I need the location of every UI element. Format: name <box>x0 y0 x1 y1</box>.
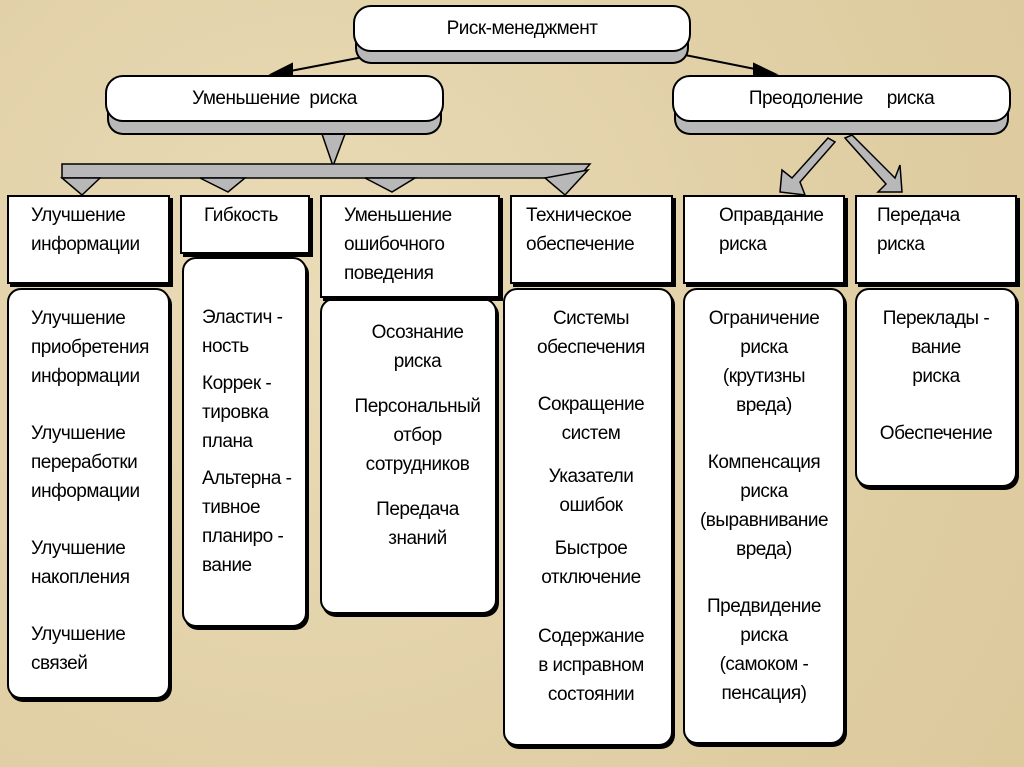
list-item: Ограничение риска (крутизны вреда) <box>708 308 820 416</box>
list-item: Системы обеспечения <box>537 308 645 358</box>
left-bracket <box>59 133 592 197</box>
list-item: Улучшение накопления <box>31 538 130 588</box>
branch-reduce-risk: Уменьшение риска <box>105 75 444 122</box>
list-item: Содержание в исправном состоянии <box>537 626 645 705</box>
list-item: Обеспечение <box>879 423 993 444</box>
list-item: Переклады - вание риска <box>882 308 990 387</box>
category-header-technical: Техническое обеспечение <box>510 195 673 284</box>
column-justification: Ограничение риска (крутизны вреда) Компе… <box>683 288 845 744</box>
list-item: Предвидение риска (самоком - пенсация) <box>707 596 822 704</box>
list-item: Улучшение приобретения информации <box>31 308 149 387</box>
list-item: Эластич - ность <box>202 307 283 357</box>
list-item: Указатели ошибок <box>548 466 634 516</box>
list-item: Коррек - тировка плана <box>202 373 272 452</box>
column-info: Улучшение приобретения информации Улучше… <box>7 288 170 699</box>
list-item: Быстрое отключение <box>541 538 641 588</box>
list-item: Сокращение систем <box>537 394 645 444</box>
category-header-info: Улучшение информации <box>7 195 170 284</box>
branch-overcome-risk: Преодоление риска <box>672 75 1011 122</box>
list-item: Улучшение переработки информации <box>31 423 140 502</box>
category-header-justification: Оправдание риска <box>683 195 845 284</box>
category-header-flexibility: Гибкость <box>180 195 310 254</box>
category-header-transfer: Передача риска <box>855 195 1017 284</box>
list-item: Альтерна - тивное планиро - вание <box>202 468 292 576</box>
list-item: Улучшение связей <box>31 624 126 674</box>
list-item: Передача знаний <box>376 499 459 549</box>
root-node: Риск-менеджмент <box>353 5 691 52</box>
column-technical: Системы обеспечения Сокращение систем Ук… <box>503 288 673 746</box>
category-header-error-reduction: Уменьшение ошибочного поведения <box>320 195 500 298</box>
list-item: Компенсация риска (выравнивание вреда) <box>699 452 829 560</box>
list-item: Персональный отбор сотрудников <box>354 396 481 475</box>
column-transfer: Переклады - вание риска Обеспечение <box>855 288 1017 487</box>
root-arrows <box>268 49 779 78</box>
right-arrows <box>779 134 903 196</box>
list-item: Осознание риска <box>371 322 464 372</box>
column-error-reduction: Осознание риска Персональный отбор сотру… <box>320 298 497 614</box>
column-flexibility: Эластич - ность Коррек - тировка плана А… <box>182 257 307 627</box>
